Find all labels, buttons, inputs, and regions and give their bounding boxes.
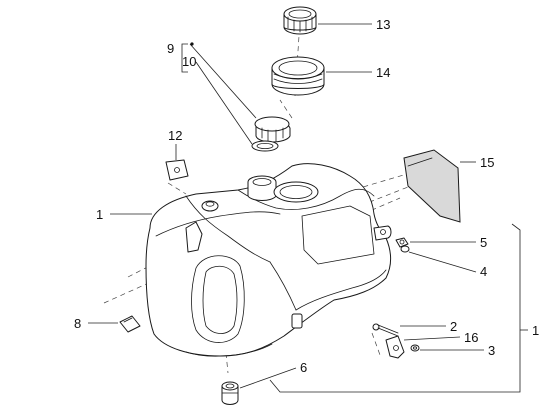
callout-15: 15 xyxy=(480,155,494,170)
bolt-5-part xyxy=(395,237,409,248)
clip-12-part xyxy=(165,159,189,181)
callout-1: 1 xyxy=(96,207,103,222)
callout-1-assembly: 1 xyxy=(532,323,539,338)
washer-4-part xyxy=(400,245,410,253)
washer-3-part xyxy=(410,344,420,352)
bracket-16-part xyxy=(385,335,405,359)
callout-14: 14 xyxy=(376,65,390,80)
threaded-flange-part xyxy=(271,56,325,96)
callout-12: 12 xyxy=(168,128,182,143)
callout-2: 2 xyxy=(450,319,457,334)
clip-8-part xyxy=(119,315,141,333)
callout-labels: 13 14 9 10 12 1 15 5 4 8 2 16 3 6 1 xyxy=(74,17,539,375)
fuel-tank-part xyxy=(145,163,392,357)
callout-4: 4 xyxy=(480,264,487,279)
callout-6: 6 xyxy=(300,360,307,375)
callout-16: 16 xyxy=(464,330,478,345)
callout-5: 5 xyxy=(480,235,487,250)
plate-part xyxy=(403,149,461,223)
screw-2-part xyxy=(372,323,399,337)
callout-13: 13 xyxy=(376,17,390,32)
callout-10: 10 xyxy=(182,54,196,69)
callout-9: 9 xyxy=(167,41,174,56)
fuel-cap-part xyxy=(254,116,291,143)
callout-8: 8 xyxy=(74,316,81,331)
rubber-bush-part xyxy=(221,381,239,405)
callout-9-dot xyxy=(190,42,194,46)
leader-lines xyxy=(88,23,528,393)
gasket-part xyxy=(251,140,279,152)
ring-nut-part xyxy=(283,6,317,35)
callout-3: 3 xyxy=(488,343,495,358)
